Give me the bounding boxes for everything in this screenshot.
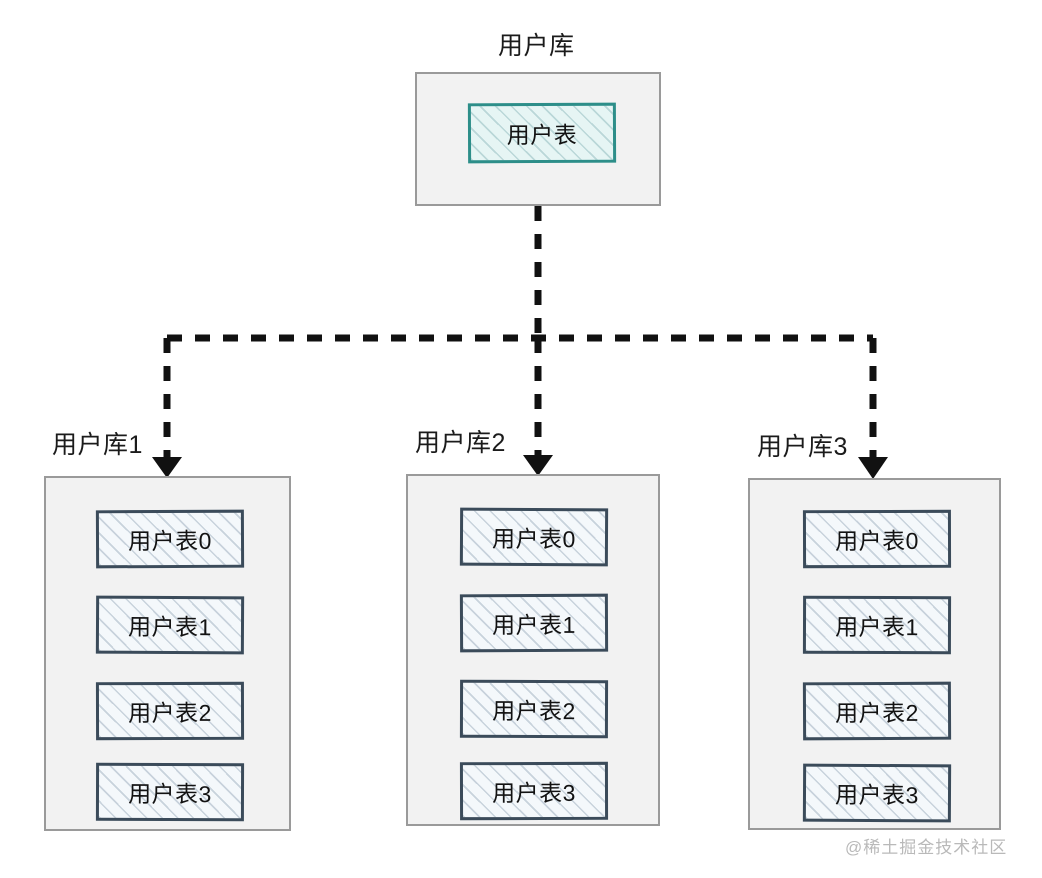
shard-1-container: 用户表0 用户表1 用户表2 用户表3: [44, 476, 291, 831]
shard-1-table-2: 用户表2: [95, 681, 245, 741]
shard-3-table-3: 用户表3: [802, 763, 952, 823]
arrowhead-1: [152, 457, 182, 478]
shard-3-table-0: 用户表0: [802, 509, 952, 569]
watermark: @稀土掘金技术社区: [845, 838, 1008, 857]
root-table-box: 用户表: [467, 102, 617, 164]
shard-2-table-2: 用户表2: [459, 679, 609, 739]
shard-1-table-1: 用户表1: [95, 595, 245, 655]
shard-3-label: 用户库3: [757, 433, 848, 461]
shard-2-table-0: 用户表0: [459, 507, 609, 567]
shard-1-table-0: 用户表0: [95, 509, 245, 569]
shard-1-table-3: 用户表3: [95, 762, 245, 822]
arrowhead-2: [523, 455, 553, 476]
shard-2-label: 用户库2: [415, 429, 506, 457]
shard-2-table-1: 用户表1: [459, 593, 609, 653]
shard-3-table-2: 用户表2: [802, 681, 952, 741]
shard-2-table-3: 用户表3: [459, 761, 609, 821]
shard-1-label: 用户库1: [52, 431, 143, 459]
root-database-label: 用户库: [498, 32, 575, 60]
arrowhead-3: [858, 457, 888, 479]
shard-3-container: 用户表0 用户表1 用户表2 用户表3: [748, 478, 1001, 830]
root-database-container: 用户表: [415, 72, 661, 206]
shard-2-container: 用户表0 用户表1 用户表2 用户表3: [406, 474, 660, 826]
shard-3-table-1: 用户表1: [802, 595, 952, 655]
